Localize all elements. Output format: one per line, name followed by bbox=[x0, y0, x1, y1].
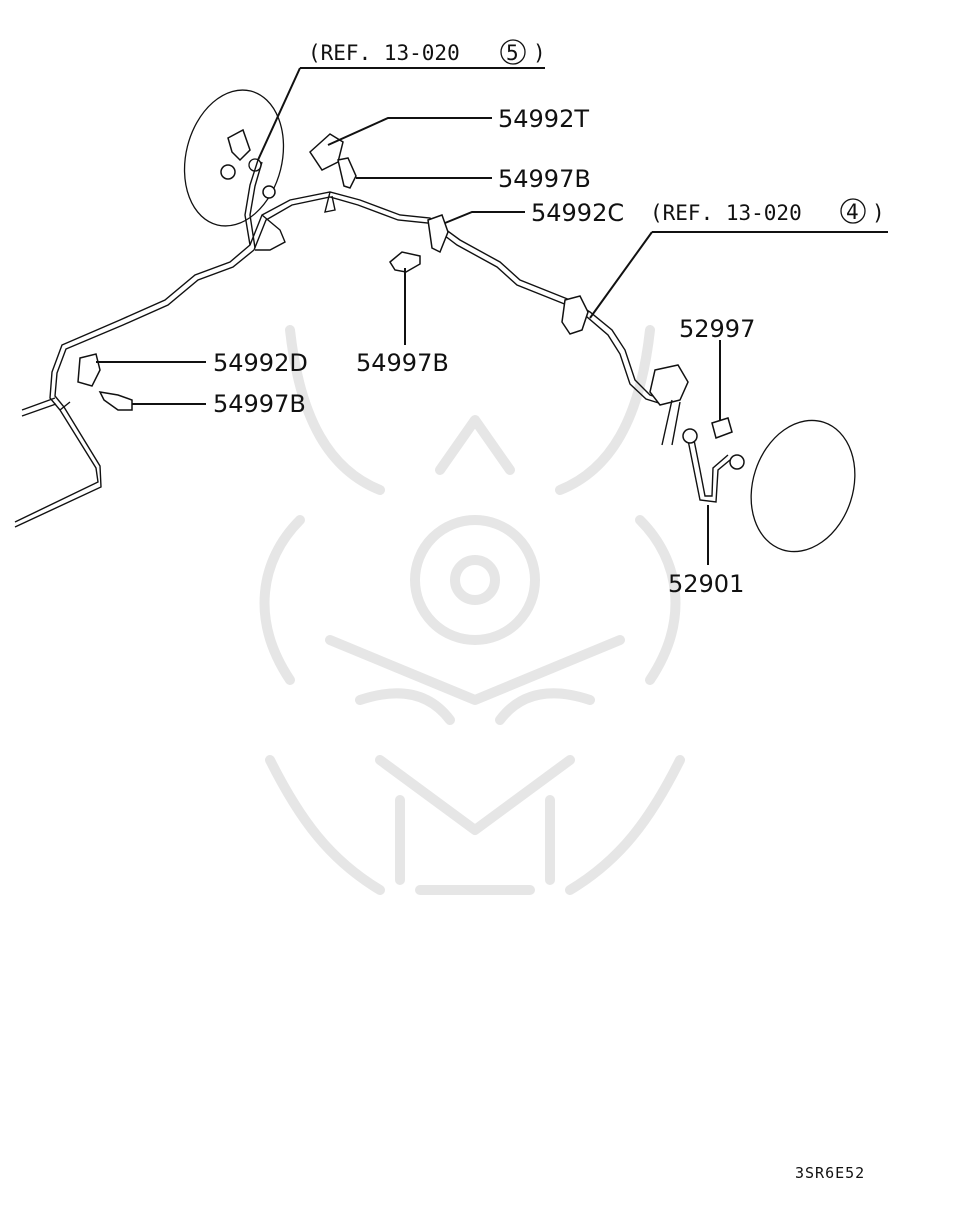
left-disc-fittings bbox=[220, 128, 276, 199]
leader-lines bbox=[96, 67, 888, 565]
ref-top-number: 5 bbox=[506, 41, 519, 65]
ref-right-number: 4 bbox=[846, 200, 859, 224]
clip-near-ref-4 bbox=[561, 295, 589, 335]
ref-top-circle bbox=[500, 39, 526, 65]
bolt-54997B-left bbox=[98, 391, 133, 411]
label-54992T: 54992T bbox=[498, 105, 589, 133]
junction-block bbox=[649, 364, 689, 406]
hose-52901 bbox=[682, 428, 745, 503]
ref-right-text: (REF. 13-020 bbox=[650, 201, 802, 225]
ref-top-close: ) bbox=[533, 41, 546, 65]
right-brake-disc bbox=[750, 419, 856, 553]
label-54992C: 54992C bbox=[531, 199, 624, 227]
clamp-54992D bbox=[77, 353, 101, 387]
clip-54992C bbox=[427, 214, 449, 254]
brake-pipe bbox=[14, 159, 666, 528]
label-52901: 52901 bbox=[668, 570, 744, 598]
ref-top: (REF. 13-020 5 ) bbox=[308, 39, 546, 65]
ref-right: (REF. 13-020 4 ) bbox=[650, 198, 885, 225]
clip-52997 bbox=[711, 417, 733, 439]
watermark-logo bbox=[259, 325, 685, 895]
ref-top-text: (REF. 13-020 bbox=[308, 41, 460, 65]
bolt-54997B-mid bbox=[389, 251, 421, 273]
ref-right-circle bbox=[840, 198, 866, 224]
label-54997B-top: 54997B bbox=[498, 165, 591, 193]
bolt-54997B-top bbox=[337, 157, 357, 189]
drawing-code: 3SR6E52 bbox=[795, 1164, 865, 1182]
label-54992D: 54992D bbox=[213, 349, 308, 377]
label-54997B-left: 54997B bbox=[213, 390, 306, 418]
left-brake-disc bbox=[183, 89, 285, 227]
label-52997: 52997 bbox=[679, 315, 755, 343]
label-54997B-mid: 54997B bbox=[356, 349, 449, 377]
junction-pipe bbox=[661, 399, 681, 446]
ref-right-close: ) bbox=[872, 201, 885, 225]
